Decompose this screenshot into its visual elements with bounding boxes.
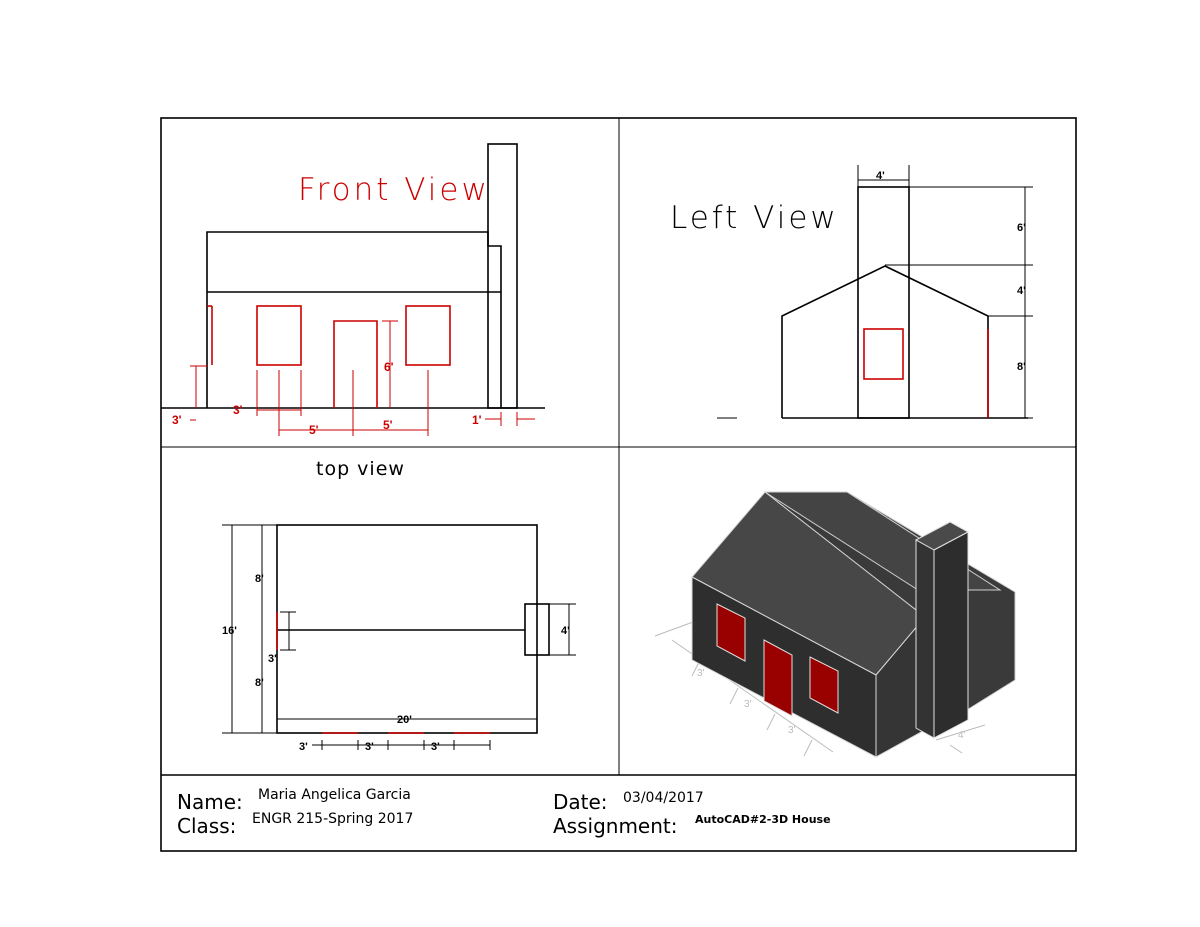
title-block: Name: Maria Angelica Garcia Class: ENGR … xyxy=(177,787,831,838)
top-dim-win3: 3' xyxy=(431,741,440,753)
iso-window-left xyxy=(716,603,746,662)
front-window-left xyxy=(256,305,302,366)
front-view: Front View 3' 3' 6' 5' xyxy=(161,143,545,437)
iso-dim-b: 3' xyxy=(744,699,752,710)
left-dimensions: 4' 6' 4' 8' xyxy=(857,165,1033,419)
front-door xyxy=(333,320,378,408)
assignment-label: Assignment: xyxy=(553,814,678,838)
left-dim-wall-height: 8' xyxy=(1017,361,1026,373)
top-dim-total: 16' xyxy=(222,625,237,637)
front-chimney xyxy=(487,143,518,409)
left-dim-chimney-width: 4' xyxy=(876,170,885,182)
top-house-outline xyxy=(276,524,538,734)
iso-chimney xyxy=(915,539,935,739)
iso-door xyxy=(763,639,793,717)
assignment-value: AutoCAD#2-3D House xyxy=(695,813,831,826)
class-value: ENGR 215-Spring 2017 xyxy=(252,811,413,827)
front-dim-door-right-gap: 5' xyxy=(383,418,393,432)
top-view: top view 16' 8' 8' 3' 4' 20' xyxy=(222,458,576,753)
top-chimney xyxy=(524,603,550,656)
left-window xyxy=(863,328,904,380)
left-dim-chimney-above: 6' xyxy=(1017,222,1026,234)
front-dimensions: 3' 3' 6' 5' 5' 1' xyxy=(172,320,535,437)
iso-window-right xyxy=(809,656,839,714)
front-window-right xyxy=(405,305,451,366)
front-view-title: Front View xyxy=(298,172,490,208)
date-value: 03/04/2017 xyxy=(623,790,704,806)
iso-dim-d: 4' xyxy=(958,730,966,741)
left-view: Left View 4' 6' 4' 8' xyxy=(670,165,1033,419)
iso-dim-a: 3' xyxy=(697,668,705,679)
front-dim-door-left-gap: 5' xyxy=(309,423,319,437)
name-value: Maria Angelica Garcia xyxy=(258,787,411,803)
class-label: Class: xyxy=(177,814,236,838)
top-dim-door: 3' xyxy=(268,653,277,665)
top-dim-length: 20' xyxy=(397,714,412,726)
sheet-border xyxy=(160,117,1077,852)
front-dim-left-height: 3' xyxy=(172,413,182,427)
top-dim-upper: 8' xyxy=(255,573,264,585)
left-house-outline xyxy=(781,265,989,418)
date-label: Date: xyxy=(553,790,608,814)
iso-dim-c: 3' xyxy=(788,725,796,736)
left-dim-roof-rise: 4' xyxy=(1017,285,1026,297)
front-house-outline xyxy=(206,231,502,408)
top-dim-lower: 8' xyxy=(255,677,264,689)
front-dim-window-offset: 3' xyxy=(233,403,243,417)
front-dim-chimney-width: 1' xyxy=(472,413,482,427)
front-dim-door-height: 6' xyxy=(384,360,394,374)
top-view-title: top view xyxy=(316,458,405,480)
left-chimney xyxy=(857,186,910,419)
left-view-title: Left View xyxy=(670,200,839,236)
top-dim-win1: 3' xyxy=(299,741,308,753)
top-dimensions: 16' 8' 8' 3' 4' 20' 3' 3' 3' xyxy=(222,524,576,753)
name-label: Name: xyxy=(177,790,243,814)
top-dim-chimney: 4' xyxy=(561,625,570,637)
isometric-view: 3' 3' 3' 4' xyxy=(654,491,1016,758)
top-dim-win2: 3' xyxy=(365,741,374,753)
